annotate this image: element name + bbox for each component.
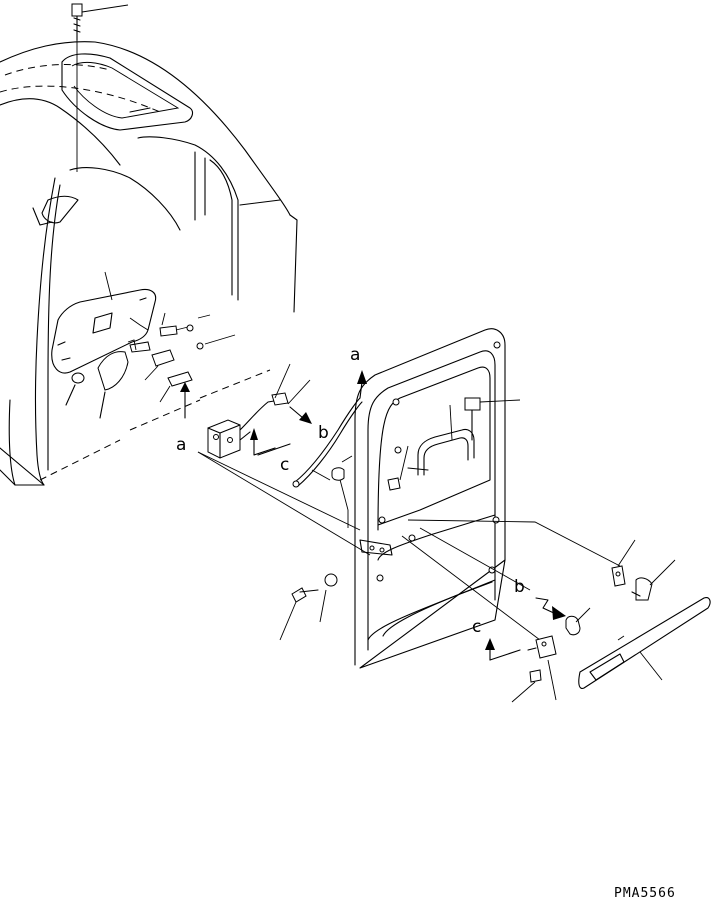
left-inner-panel (51, 271, 157, 374)
label-b-upper: b (318, 423, 329, 443)
label-a-upper: a (350, 345, 360, 365)
label-c-lower: c (472, 617, 481, 637)
control-rod (292, 370, 367, 488)
door-latch-parts (401, 519, 676, 703)
label-b-lower: b (514, 577, 525, 597)
door-panel (354, 328, 506, 669)
trim-plate (578, 597, 711, 690)
door-handle (387, 397, 521, 491)
cab-frame (0, 41, 298, 486)
guide-lines (197, 451, 371, 556)
door-lower-parts (279, 573, 338, 641)
drawing-code: PMA5566 (614, 886, 676, 901)
top-bolt (71, 3, 129, 172)
left-door-parts (65, 312, 236, 419)
label-c-upper: c (280, 455, 289, 475)
door-lock-assembly (207, 363, 312, 459)
label-a-lower: a (176, 435, 186, 455)
label-a-left-group (180, 382, 190, 419)
